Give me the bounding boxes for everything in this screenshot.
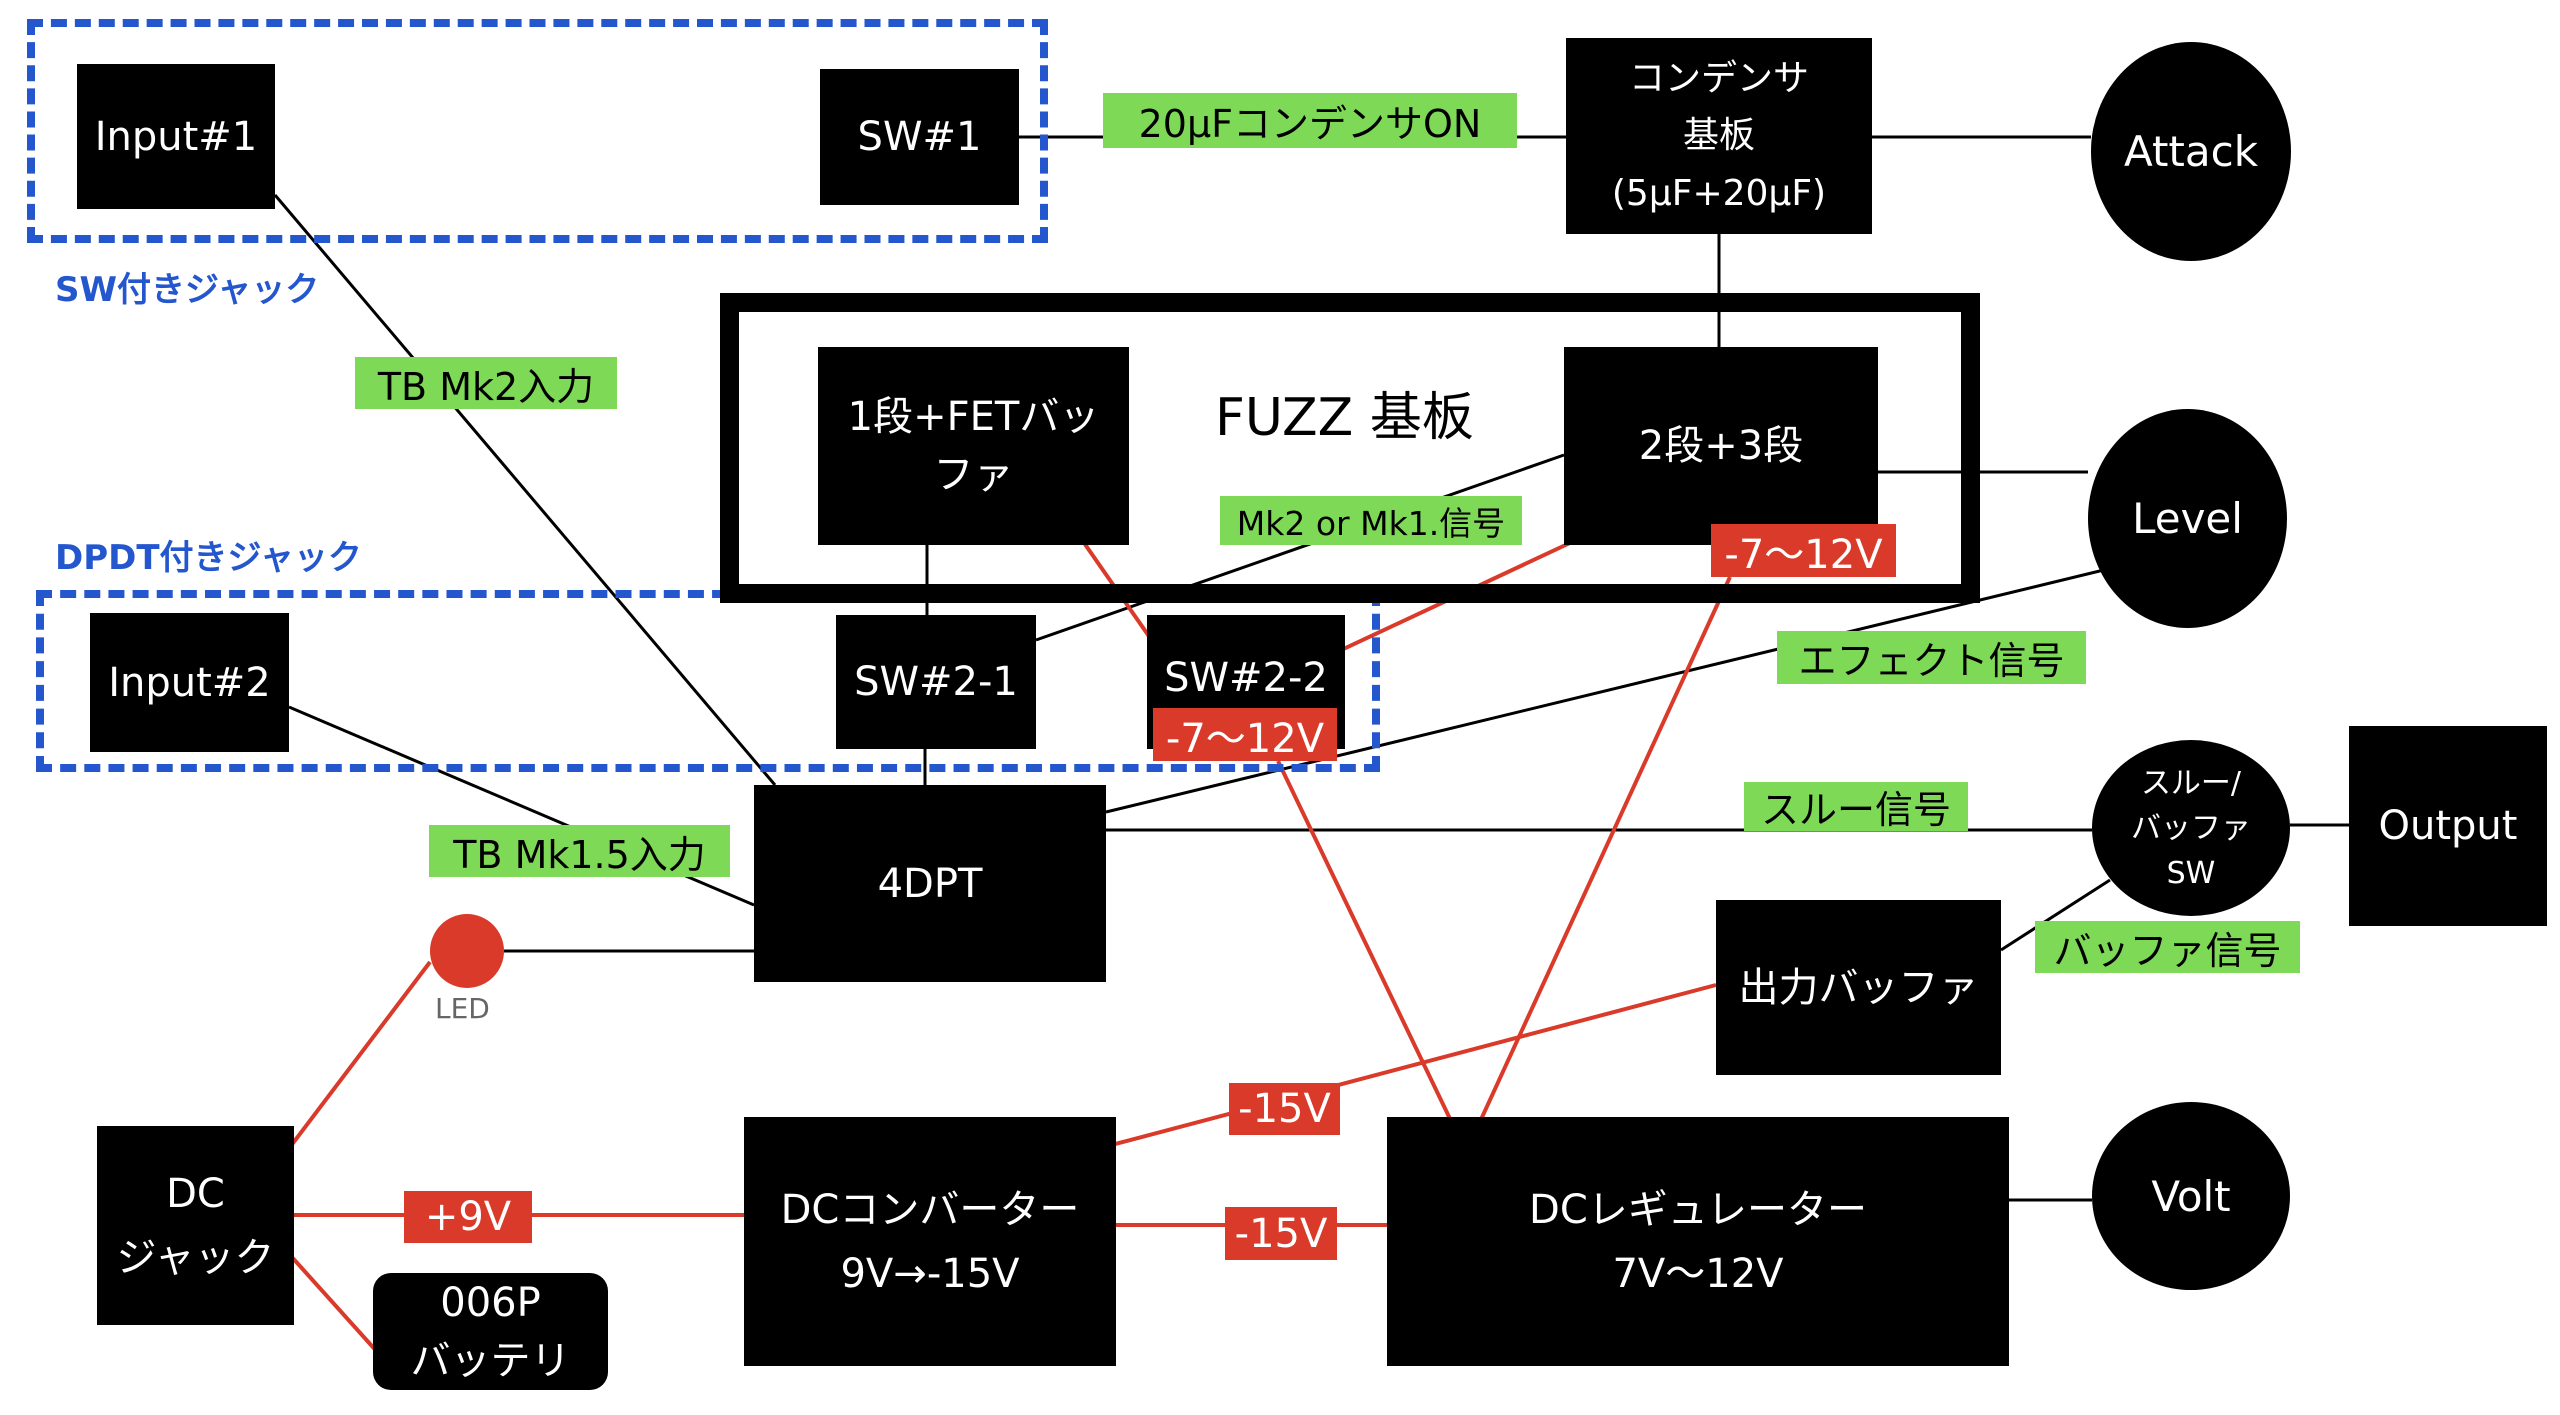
condenser-label-line2: 基板 xyxy=(1682,115,1755,157)
power-wire-dcjack-battery xyxy=(288,1253,382,1357)
level-knob: Level xyxy=(2088,409,2287,628)
label-minus15v-upper: -15V xyxy=(1229,1083,1340,1135)
sw21-block: SW#2-1 xyxy=(836,615,1036,749)
dc-converter-block: DCコンバーター 9V→-15V xyxy=(744,1117,1116,1366)
dc-converter-label-line1: DCコンバーター xyxy=(780,1186,1080,1233)
stage23-label: 2段+3段 xyxy=(1638,423,1804,469)
sw-jack-group-label: SW付きジャック xyxy=(55,270,320,310)
thru-buffer-switch: スルー/ バッファ SW xyxy=(2092,740,2290,916)
dc-jack-label-line1: DC xyxy=(166,1170,225,1217)
sw21-label: SW#2-1 xyxy=(854,659,1018,705)
battery-label-line2: バッテリ xyxy=(410,1337,571,1384)
dc-regulator-block: DCレギュレーター 7V〜12V xyxy=(1387,1117,2009,1366)
stage1-label-line1: 1段+FETバッ xyxy=(847,394,1100,440)
stage1-label-line2: ファ xyxy=(933,452,1014,498)
attack-label: Attack xyxy=(2123,127,2259,176)
thru-buffer-sw-line1: スルー/ xyxy=(2140,765,2242,801)
fuzz-board-group xyxy=(720,293,1980,603)
dc-regulator-label-line1: DCレギュレーター xyxy=(1529,1186,1867,1233)
volt-label: Volt xyxy=(2151,1171,2231,1221)
label-effect-signal: エフェクト信号 xyxy=(1777,631,2086,684)
thru-buffer-sw-line2: バッファ xyxy=(2131,810,2251,846)
dc-jack-block: DC ジャック xyxy=(97,1126,294,1325)
sw22-block: SW#2-2 xyxy=(1147,615,1345,749)
label-buffer-signal: バッファ信号 xyxy=(2035,921,2300,973)
label-fuzz-voltage: -7〜12V xyxy=(1711,524,1896,578)
label-tb-mk2-input: TB Mk2入力 xyxy=(355,357,617,409)
thru-buffer-sw-line3: SW xyxy=(2166,855,2216,891)
label-sw22-voltage: -7〜12V xyxy=(1153,708,1337,762)
battery-006p-block: 006P バッテリ xyxy=(373,1273,608,1390)
dc-jack-label-line2: ジャック xyxy=(116,1234,275,1281)
battery-label-line1: 006P xyxy=(440,1279,541,1326)
output-block: Output xyxy=(2349,726,2547,926)
condenser-board-block: コンデンサ 基板 (5μF+20μF) xyxy=(1566,38,1872,234)
sw-jack-group xyxy=(27,19,1048,243)
input1-block: Input#1 xyxy=(77,64,275,209)
led-indicator xyxy=(430,914,504,988)
stage1-fet-buffer-block: 1段+FETバッ ファ xyxy=(818,347,1129,545)
power-wire-regulator-stage23 xyxy=(1465,576,1732,1151)
label-thru-signal: スルー信号 xyxy=(1744,782,1968,832)
wire-buffer-thru-sw xyxy=(2000,878,2111,952)
input2-block: Input#2 xyxy=(90,613,289,752)
power-wire-converter-buffer xyxy=(1084,983,1717,1154)
stage23-block: 2段+3段 xyxy=(1564,347,1878,545)
power-wire-dcjack-led xyxy=(282,960,432,1157)
input1-label: Input#1 xyxy=(94,113,258,160)
label-cap-on: 20μFコンデンサON xyxy=(1103,93,1517,148)
led-label: LED xyxy=(435,992,490,1025)
output-label: Output xyxy=(2378,803,2518,849)
power-wire-sw22-regulator xyxy=(1276,760,1467,1151)
wire-sw21-stage23 xyxy=(1035,453,1565,642)
4dpt-label: 4DPT xyxy=(877,860,983,907)
dpdt-jack-group-label: DPDT付きジャック xyxy=(55,538,362,578)
input2-label: Input#2 xyxy=(108,659,271,706)
sw22-label: SW#2-2 xyxy=(1164,655,1328,701)
attack-knob: Attack xyxy=(2091,42,2291,261)
4dpt-block: 4DPT xyxy=(754,785,1106,982)
sw1-label: SW#1 xyxy=(857,114,982,160)
dc-converter-label-line2: 9V→-15V xyxy=(840,1250,1020,1297)
output-buffer-block: 出力バッファ xyxy=(1716,900,2001,1075)
sw1-block: SW#1 xyxy=(820,69,1019,205)
dpdt-jack-group xyxy=(36,590,1380,772)
wire-input1-4dpt xyxy=(273,194,777,786)
condenser-label-line1: コンデンサ xyxy=(1628,57,1809,99)
label-minus15v-lower: -15V xyxy=(1225,1207,1337,1260)
label-mk2-or-mk1: Mk2 or Mk1.信号 xyxy=(1220,496,1522,545)
dc-regulator-label-line2: 7V〜12V xyxy=(1612,1250,1784,1297)
volt-knob: Volt xyxy=(2092,1102,2290,1290)
level-label: Level xyxy=(2132,494,2243,543)
label-plus9v: +9V xyxy=(404,1191,532,1243)
fuzz-board-title: FUZZ 基板 xyxy=(1215,388,1474,448)
condenser-label-line3: (5μF+20μF) xyxy=(1611,172,1827,214)
output-buffer-label: 出力バッファ xyxy=(1738,964,1979,1011)
label-tb-mk15-input: TB Mk1.5入力 xyxy=(429,825,730,877)
